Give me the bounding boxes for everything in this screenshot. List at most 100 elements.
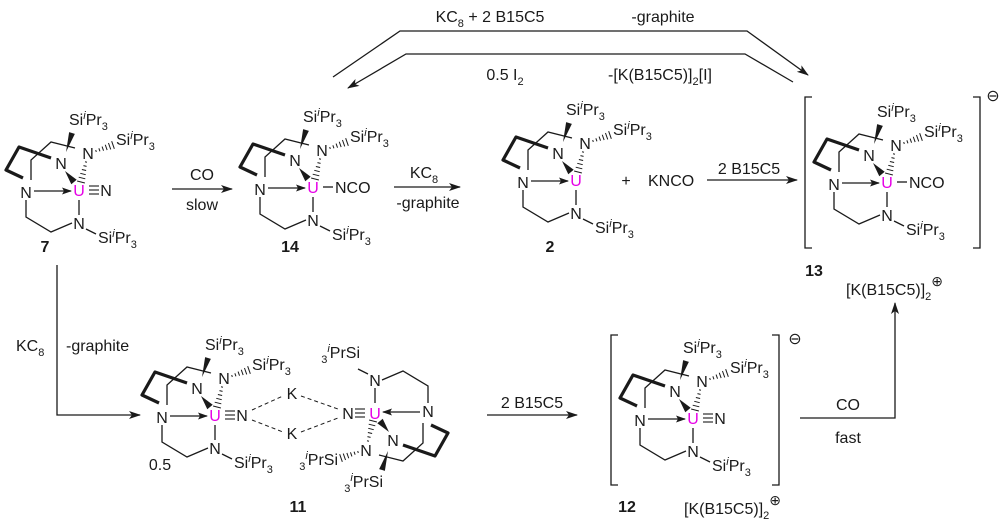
hash-mark bbox=[919, 133, 923, 141]
n-u-wedge-bond bbox=[873, 163, 885, 177]
compound-number-c12-part: 12 bbox=[618, 499, 636, 516]
hash-mark bbox=[332, 145, 335, 149]
stoichiometric-coefficient-part: 0.5 bbox=[149, 457, 171, 474]
hash-mark bbox=[98, 148, 101, 152]
k-n-contact bbox=[251, 395, 284, 411]
compound-11-right-silyl-group-part: i bbox=[305, 450, 308, 462]
compound-7-n-amide: N bbox=[73, 216, 85, 233]
hash-mark bbox=[580, 155, 584, 157]
compound-12-silyl-group-part: Si bbox=[712, 458, 726, 475]
compound-2-bonds bbox=[501, 122, 612, 225]
reagent-co-part: CO bbox=[190, 167, 214, 184]
compound-13-silyl-group: SiiPr3 bbox=[877, 102, 916, 125]
compound-2-n-amide: N bbox=[552, 146, 564, 163]
reagent-kc8: KC8 bbox=[16, 338, 44, 359]
compound-2-n-amide-part: N bbox=[552, 146, 564, 163]
n-u-hashed-bond bbox=[76, 161, 88, 184]
hash-mark bbox=[695, 396, 701, 400]
n-u-wedge-bond bbox=[201, 396, 213, 410]
hash-mark bbox=[915, 134, 920, 142]
hash-mark bbox=[578, 158, 584, 162]
hash-mark bbox=[891, 157, 895, 159]
compound-12-silyl-group-part: Pr bbox=[729, 458, 746, 475]
byproduct-top-back-part: 2 bbox=[693, 76, 699, 88]
compound-13-n-amine-part: N bbox=[828, 177, 840, 194]
n-u-hashed-bond bbox=[310, 158, 322, 181]
compound-7-bonds bbox=[4, 132, 115, 235]
compound-11-left-silyl-group-part: 3 bbox=[267, 464, 273, 476]
condition-slow-part: slow bbox=[186, 197, 218, 214]
n-si-hashed-bond bbox=[339, 450, 359, 462]
compound-number-c7: 7 bbox=[41, 239, 50, 256]
compound-11-right-silyl-group-part: 3 bbox=[299, 461, 305, 473]
compound-14-n-amide-part: N bbox=[289, 153, 301, 170]
compound-12-right-bracket bbox=[772, 334, 780, 486]
hash-mark bbox=[712, 376, 715, 380]
compound-7-n-amide-part: N bbox=[82, 146, 94, 163]
hash-mark bbox=[592, 139, 594, 143]
compound-2-silyl-group-part: 3 bbox=[599, 111, 605, 123]
reagent-co: CO bbox=[836, 397, 860, 414]
compound-7-silyl-group-part: 3 bbox=[149, 141, 155, 153]
byproduct-top-back-part: [I] bbox=[699, 67, 712, 84]
compound-11-right-silyl-group-part: PrSi bbox=[308, 452, 338, 469]
hash-mark bbox=[314, 169, 320, 173]
compound-7-silyl-group-part: Pr bbox=[115, 230, 132, 247]
compound-13-silyl-group-part: i bbox=[891, 102, 894, 114]
hash-mark bbox=[247, 366, 251, 374]
compound-12-silyl-group-part: 3 bbox=[763, 369, 769, 381]
compound-13-left-bracket bbox=[804, 96, 812, 249]
reagent-top-back: 0.5 I2 bbox=[486, 67, 523, 88]
compound-number-c7-part: 7 bbox=[41, 239, 50, 256]
compound-11-right-n-amide: N bbox=[387, 433, 399, 450]
compound-13-isocyanate-part: NCO bbox=[909, 175, 945, 192]
n-u-wedge-bond bbox=[377, 418, 389, 432]
compound-2-silyl-group: SiiPr3 bbox=[595, 218, 634, 241]
compound-2-silyl-group-part: Pr bbox=[630, 122, 647, 139]
reagent-kc8-part: 8 bbox=[432, 174, 438, 186]
compound-11-left-silyl-group-part: Si bbox=[252, 357, 266, 374]
counterion-13-part: 2 bbox=[925, 291, 931, 303]
bold-ethylene-bridge bbox=[402, 423, 450, 458]
compound-12-n-amide-part: N bbox=[696, 374, 708, 391]
compound-11-right-silyl-group: 3iPrSi bbox=[344, 472, 383, 495]
hash-mark bbox=[367, 431, 373, 435]
n-si-hashed-bond bbox=[709, 369, 729, 381]
compound-14-silyl-group: SiiPr3 bbox=[350, 127, 389, 150]
compound-11-right-silyl-group: 3iPrSi bbox=[321, 343, 360, 366]
reagent-co: CO bbox=[190, 167, 214, 184]
compound-13-n-amide: N bbox=[863, 148, 875, 165]
n-si-hashed-bond bbox=[329, 138, 349, 150]
hash-mark bbox=[234, 373, 237, 377]
reagent-top-forward-part: KC bbox=[436, 9, 458, 26]
hash-mark bbox=[573, 170, 583, 174]
condition-fast: fast bbox=[835, 430, 861, 447]
compound-7-silyl-group-part: Si bbox=[69, 112, 83, 129]
compound-12-n-amide: N bbox=[696, 374, 708, 391]
counterion-12: [K(B15C5)]2⊕ bbox=[684, 492, 781, 522]
compound-7-silyl-group-part: Si bbox=[98, 230, 112, 247]
compound-12-silyl-group-part: i bbox=[726, 456, 729, 468]
ethylene-arm-back bbox=[527, 131, 573, 170]
compound-11-left-n-amide: N bbox=[191, 381, 203, 398]
compound-7-silyl-group: SiiPr3 bbox=[98, 228, 137, 251]
hash-mark bbox=[903, 141, 905, 145]
hash-mark bbox=[367, 436, 371, 438]
ethylene-arm-lower bbox=[381, 370, 429, 403]
compound-2-n-amine: N bbox=[517, 175, 529, 192]
arrow-14-to-13 bbox=[332, 30, 809, 78]
compound-11-right-silyl-group-part: 3 bbox=[344, 483, 350, 495]
compound-11-right-n-amide: N bbox=[369, 373, 381, 390]
compound-14-silyl-group-part: 3 bbox=[336, 118, 342, 130]
compound-14-silyl-group-part: Si bbox=[303, 109, 317, 126]
compound-14-n-amide: N bbox=[307, 213, 319, 230]
compound-14-isocyanate-part: NCO bbox=[335, 180, 371, 197]
compound-2-n-amide-part: N bbox=[570, 206, 582, 223]
anion-charge-part: ⊖ bbox=[986, 88, 999, 105]
n-si-hashed-bond bbox=[231, 366, 251, 378]
compound-7-nitride-n: N bbox=[100, 183, 112, 200]
compound-13-silyl-group-part: 3 bbox=[910, 113, 916, 125]
potassium-atom-part: K bbox=[287, 426, 298, 443]
condition-fast-part: fast bbox=[835, 430, 861, 447]
compound-7-silyl-group-part: 3 bbox=[102, 121, 108, 133]
